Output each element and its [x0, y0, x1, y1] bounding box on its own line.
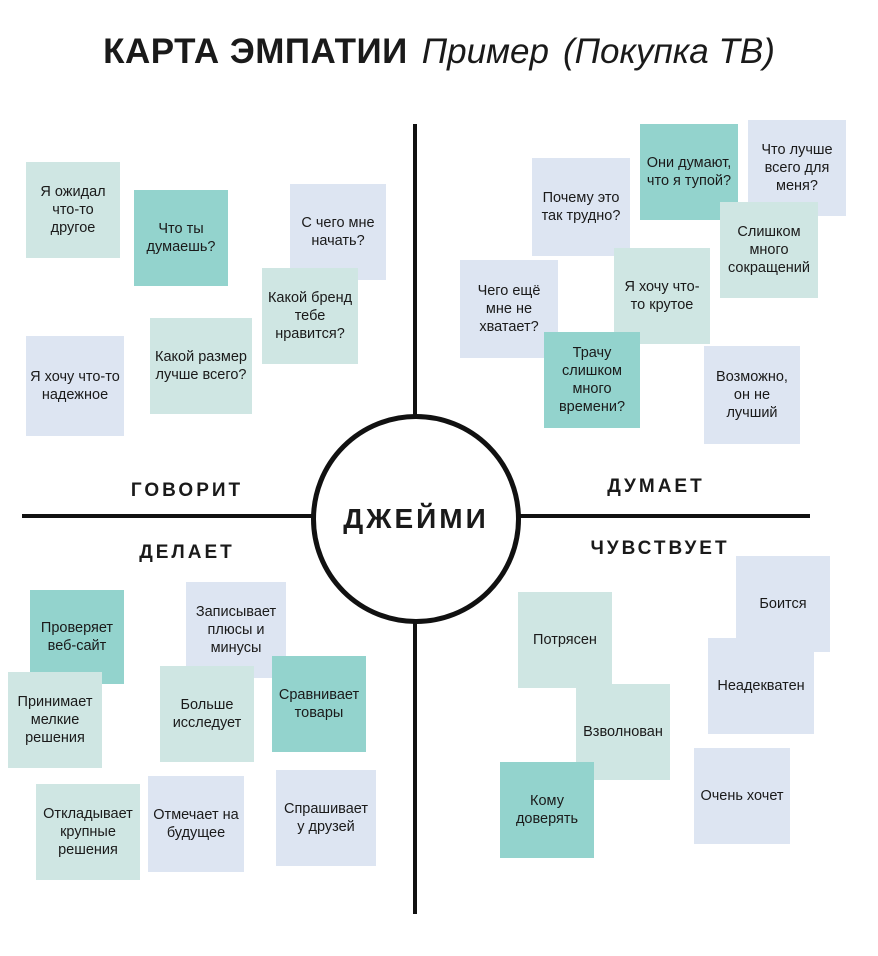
sticky-note-does: Спрашивает у друзей	[276, 770, 376, 866]
sticky-note-thinks: Они думают, что я тупой?	[640, 124, 738, 220]
persona-circle: ДЖЕЙМИ	[311, 414, 521, 624]
sticky-note-says: С чего мне начать?	[290, 184, 386, 280]
sticky-note-does: Проверяет веб-сайт	[30, 590, 124, 684]
quadrant-label-does: ДЕЛАЕТ	[139, 542, 235, 563]
sticky-note-says: Что ты думаешь?	[134, 190, 228, 286]
sticky-note-feels: Потрясен	[518, 592, 612, 688]
quadrant-label-feels: ЧУВСТВУЕТ	[590, 538, 730, 559]
sticky-note-does: Больше исследует	[160, 666, 254, 762]
quadrant-label-says: ГОВОРИТ	[130, 480, 244, 501]
sticky-note-does: Откладывает крупные решения	[36, 784, 140, 880]
sticky-note-thinks: Чего ещё мне не хватает?	[460, 260, 558, 358]
persona-name: ДЖЕЙМИ	[343, 503, 489, 534]
title-example: Пример	[421, 32, 549, 71]
sticky-note-thinks: Что лучше всего для меня?	[748, 120, 846, 216]
sticky-note-does: Сравнивает товары	[272, 656, 366, 752]
sticky-note-says: Я ожидал что-то другое	[26, 162, 120, 258]
sticky-note-feels: Неадекватен	[708, 638, 814, 734]
quadrant-label-thinks: ДУМАЕТ	[607, 476, 705, 497]
page-title: КАРТА ЭМПАТИИ Пример (Покупка ТВ)	[0, 30, 878, 74]
sticky-note-does: Записывает плюсы и минусы	[186, 582, 286, 678]
title-main: КАРТА ЭМПАТИИ	[103, 32, 408, 71]
sticky-note-feels: Очень хочет	[694, 748, 790, 844]
sticky-note-thinks: Трачу слишком много времени?	[544, 332, 640, 428]
sticky-note-says: Какой бренд тебе нравится?	[262, 268, 358, 364]
sticky-note-thinks: Слишком много сокращений	[720, 202, 818, 298]
sticky-note-thinks: Я хочу что-то крутое	[614, 248, 710, 344]
title-subtitle: (Покупка ТВ)	[562, 32, 775, 71]
sticky-note-feels: Кому доверять	[500, 762, 594, 858]
sticky-note-says: Я хочу что-то надежное	[26, 336, 124, 436]
sticky-note-does: Принимает мелкие решения	[8, 672, 102, 768]
sticky-note-thinks: Почему это так трудно?	[532, 158, 630, 256]
sticky-note-feels: Боится	[736, 556, 830, 652]
sticky-note-thinks: Возможно, он не лучший	[704, 346, 800, 444]
sticky-note-says: Какой размер лучше всего?	[150, 318, 252, 414]
sticky-note-does: Отмечает на будущее	[148, 776, 244, 872]
